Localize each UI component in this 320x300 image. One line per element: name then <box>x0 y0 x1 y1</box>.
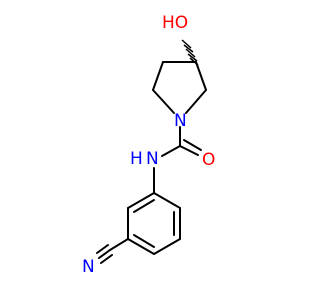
stereo-hash-bond <box>181 39 199 66</box>
bond-n1-c2 <box>152 89 175 114</box>
hash-2 <box>187 53 198 62</box>
hash-4 <box>183 44 194 53</box>
bond-carbonyl-oxygen-b <box>183 139 202 151</box>
bond-carbonyl-oxygen-a <box>179 145 199 156</box>
amide-nh-label: N <box>146 149 159 169</box>
amide-h-label: H <box>130 149 143 169</box>
nitrile-nitrogen-label: N <box>82 257 95 277</box>
bond-ar-1-2 <box>153 192 181 209</box>
molecule-diagram: HO N O N H N <box>82 13 215 277</box>
bond-nitrile-triple-b <box>96 244 109 254</box>
amide-oxygen-label: O <box>202 150 215 170</box>
bond-c2-c3 <box>152 61 164 91</box>
bond-ar-3-4 <box>153 238 181 255</box>
bond-c5-n1 <box>185 89 207 114</box>
bond-ar-inner-6-1 <box>133 199 155 213</box>
bond-ar-inner-4-5 <box>133 234 155 248</box>
bonds <box>96 61 207 264</box>
bond-ar-6-1 <box>127 192 155 209</box>
bond-nitrile-triple-a <box>98 249 111 259</box>
bond-nitrile-triple-c <box>100 254 113 264</box>
bond-carbonyl-nh <box>161 145 181 157</box>
bond-ar-4-5 <box>127 238 155 255</box>
bond-aryl-nitrile-carbon <box>109 238 129 251</box>
hydroxyl-label: HO <box>162 13 188 33</box>
hash-3 <box>185 48 196 58</box>
hash-5 <box>181 39 192 49</box>
ring-nitrogen-label: N <box>174 111 187 131</box>
hash-1 <box>189 57 199 66</box>
bond-c4-c5 <box>195 61 207 91</box>
